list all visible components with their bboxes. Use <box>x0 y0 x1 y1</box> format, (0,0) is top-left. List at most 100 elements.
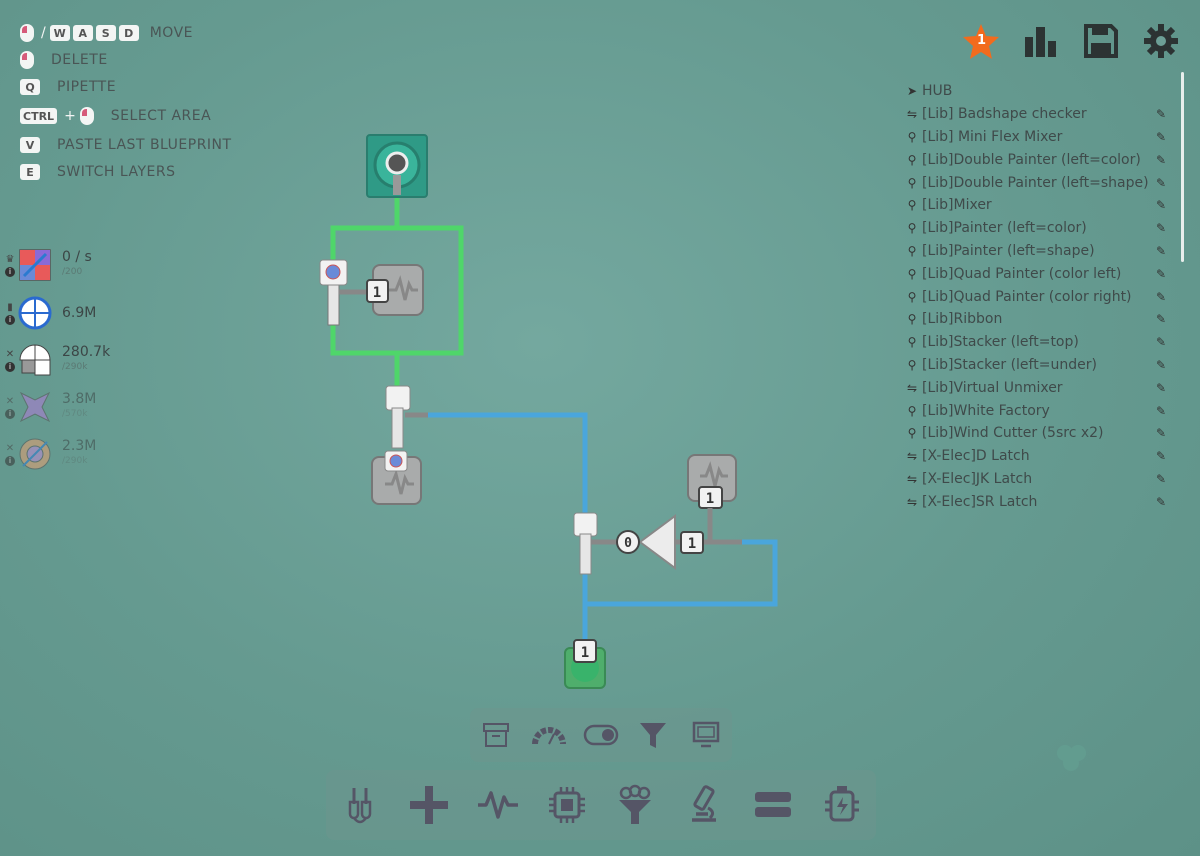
hint-paste: V PASTE LAST BLUEPRINT <box>20 132 232 158</box>
filter-tool[interactable] <box>630 712 676 758</box>
waypoint-label: [Lib] Mini Flex Mixer <box>922 128 1063 145</box>
edit-icon[interactable]: ✎ <box>1155 129 1166 144</box>
key-a: A <box>72 25 93 41</box>
waypoint-item[interactable]: ⚲[Lib]Wind Cutter (5src x2)✎ <box>904 422 1176 445</box>
belt-merger[interactable] <box>385 385 428 449</box>
pin-icon: ⚲ <box>907 426 917 441</box>
waypoint-item[interactable]: ⇋[X-Elec]D Latch✎ <box>904 445 1176 468</box>
chip-tool[interactable] <box>544 782 590 828</box>
waypoint-item[interactable]: ⚲ [Lib]White Factory ✎ <box>904 399 1176 422</box>
edit-icon[interactable]: ✎ <box>1155 289 1166 304</box>
output-lamp[interactable]: 1 <box>564 639 606 689</box>
waypoint-item[interactable]: ⚲[Lib]Quad Painter (color right)✎ <box>904 285 1176 308</box>
edit-icon[interactable]: ✎ <box>1155 198 1166 213</box>
display-tool[interactable] <box>683 712 729 758</box>
close-icon[interactable]: ✕ <box>5 442 15 454</box>
waypoint-item[interactable]: ⚲[Lib]Quad Painter (color left)✎ <box>904 262 1176 285</box>
edit-icon[interactable]: ✎ <box>1155 335 1166 350</box>
key-ctrl: CTRL <box>20 108 58 124</box>
settings-button[interactable] <box>1142 22 1180 60</box>
waypoint-item[interactable]: ⚲[Lib] Mini Flex Mixer✎ <box>904 126 1176 149</box>
waypoint-item[interactable]: ⇋[Lib] Badshape checker✎ <box>904 103 1176 126</box>
waypoint-item[interactable]: ⚲[Lib]Painter (left=shape)✎ <box>904 240 1176 263</box>
goal-amount: 2.3M <box>62 438 97 454</box>
waypoint-item[interactable]: ➤HUB <box>904 80 1176 103</box>
info-icon[interactable]: i <box>5 408 15 419</box>
edit-icon[interactable]: ✎ <box>1155 471 1166 486</box>
power-tool[interactable] <box>819 782 865 828</box>
edit-icon[interactable]: ✎ <box>1155 494 1166 509</box>
crossing-tool[interactable] <box>406 782 452 828</box>
pin-icon: ⚲ <box>907 403 917 418</box>
edit-icon[interactable]: ✎ <box>1155 449 1166 464</box>
edit-icon[interactable]: ✎ <box>1155 266 1166 281</box>
goal-stat-3[interactable]: ✕i 280.7k/290k <box>4 343 110 377</box>
info-icon[interactable]: i <box>5 455 15 466</box>
belt-tool[interactable] <box>750 782 796 828</box>
statistics-button[interactable] <box>1022 22 1060 60</box>
edit-icon[interactable]: ✎ <box>1155 175 1166 190</box>
signal-value-c: 0 <box>624 536 632 551</box>
waypoint-item[interactable]: ⚲[Lib]Double Painter (left=shape)✎ <box>904 171 1176 194</box>
waypoint-item[interactable]: ⚲[Lib]Mixer✎ <box>904 194 1176 217</box>
crown-icon: ♛ <box>5 253 15 265</box>
analyzer-tool[interactable] <box>681 782 727 828</box>
waypoint-item[interactable]: ⚲[Lib]Stacker (left=top)✎ <box>904 331 1176 354</box>
signal-generator[interactable]: 1 <box>366 264 424 316</box>
filter-icon <box>640 723 667 748</box>
storage-tool[interactable] <box>473 712 519 758</box>
logic-gate[interactable]: 0 1 <box>616 514 742 570</box>
signal-receiver[interactable] <box>366 134 428 198</box>
hint-pipette-label: PIPETTE <box>57 79 117 95</box>
goal-stat-2[interactable]: ▮i 6.9M <box>4 296 96 330</box>
waypoint-item[interactable]: ⚲[Lib]Stacker (left=under)✎ <box>904 354 1176 377</box>
edit-icon[interactable]: ✎ <box>1155 403 1166 418</box>
goal-stat-4[interactable]: ✕i 3.8M/570k <box>4 390 96 424</box>
waypoint-item[interactable]: ⚲[Lib]Ribbon✎ <box>904 308 1176 331</box>
edit-icon[interactable]: ✎ <box>1155 357 1166 372</box>
edit-icon[interactable]: ✎ <box>1155 312 1166 327</box>
waypoint-item[interactable]: ⇋[X-Elec]SR Latch✎ <box>904 490 1176 513</box>
mouse-icon <box>20 24 34 42</box>
main-toolbar <box>326 770 876 840</box>
edit-icon[interactable]: ✎ <box>1155 380 1166 395</box>
save-button[interactable] <box>1082 22 1120 60</box>
edit-icon[interactable]: ✎ <box>1155 243 1166 258</box>
info-icon[interactable]: i <box>5 266 15 277</box>
waypoint-scrollbar[interactable] <box>1181 72 1184 262</box>
waypoint-item[interactable]: ⚲[Lib]Double Painter (left=color)✎ <box>904 148 1176 171</box>
signal-value-e: 1 <box>706 491 714 507</box>
wire-tool[interactable] <box>337 782 383 828</box>
signal-tool[interactable] <box>475 782 521 828</box>
edit-icon[interactable]: ✎ <box>1155 107 1166 122</box>
pin-icon: ⚲ <box>907 335 917 350</box>
goal-stat-1[interactable]: ♛i 0 / s/200 <box>4 248 92 282</box>
waypoint-item[interactable]: ⇋[Lib]Virtual Unmixer✎ <box>904 376 1176 399</box>
notifications-button[interactable]: 1 <box>962 22 1000 60</box>
signal-producer[interactable] <box>371 450 422 505</box>
toggle-tool[interactable] <box>578 712 624 758</box>
close-icon[interactable]: ✕ <box>5 348 15 360</box>
waypoint-label: [Lib]White Factory <box>922 402 1050 419</box>
edit-icon[interactable]: ✎ <box>1155 426 1166 441</box>
edit-icon[interactable]: ✎ <box>1155 221 1166 236</box>
edit-icon[interactable]: ✎ <box>1155 152 1166 167</box>
goal-stat-5[interactable]: ✕i 2.3M/290k <box>4 437 96 471</box>
waypoint-item[interactable]: ⚲[Lib]Painter (left=color)✎ <box>904 217 1176 240</box>
star-icon <box>963 24 999 59</box>
painter-tool[interactable] <box>612 782 658 828</box>
waypoint-item[interactable]: ⇋[X-Elec]JK Latch✎ <box>904 468 1176 491</box>
wire-junction[interactable] <box>573 512 620 575</box>
constant-signal[interactable]: 1 <box>687 454 737 542</box>
info-icon[interactable]: i <box>5 361 15 372</box>
key-q: Q <box>20 79 40 95</box>
goal-rate: 0 / s <box>62 249 92 265</box>
close-icon[interactable]: ✕ <box>5 395 15 407</box>
gauge-tool[interactable] <box>526 712 572 758</box>
belt-splitter[interactable] <box>319 259 348 326</box>
chip-icon <box>548 787 585 823</box>
blue-wire-network[interactable] <box>425 412 778 643</box>
info-icon[interactable]: i <box>5 314 15 325</box>
pin-icon: ⚲ <box>907 152 917 167</box>
